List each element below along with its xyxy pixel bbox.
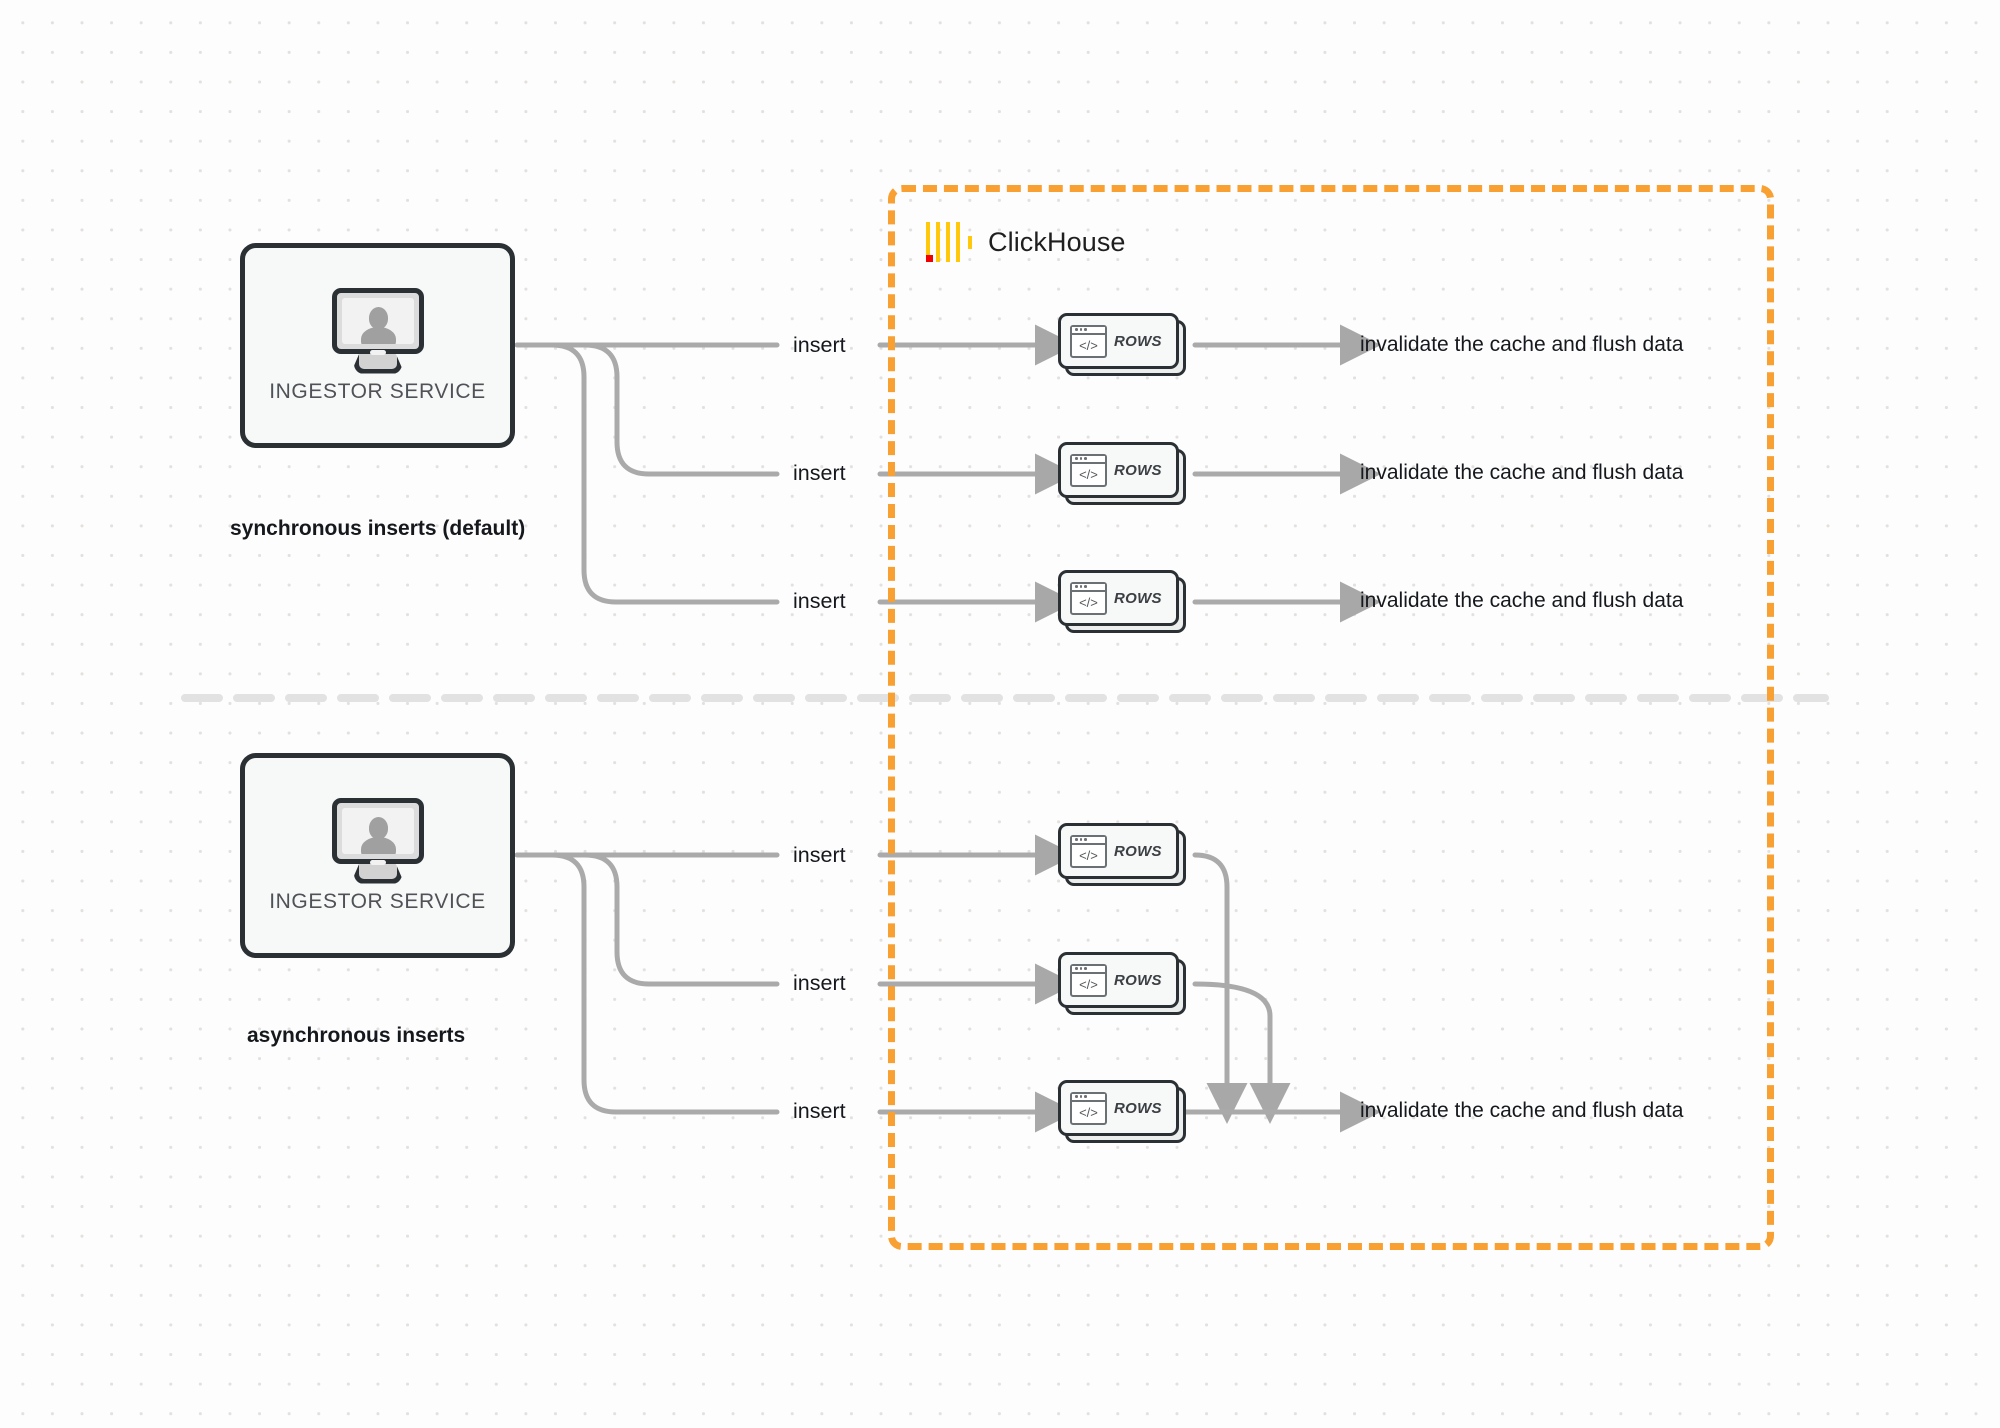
logo-bar-1 xyxy=(926,222,930,262)
rows-card-front: </> ROWS xyxy=(1058,1080,1179,1136)
insert-label-sync-3: insert xyxy=(793,589,846,613)
logo-red-dot xyxy=(926,255,933,262)
monitor-user-icon xyxy=(331,287,424,374)
insert-label-sync-2: insert xyxy=(793,461,846,485)
rows-node-async-2[interactable]: </> ROWS xyxy=(1058,952,1186,1015)
window-dot-1 xyxy=(1075,1095,1078,1098)
window-dot-2 xyxy=(1079,838,1082,841)
user-head xyxy=(368,816,388,839)
code-glyph: </> xyxy=(1079,848,1098,863)
window-dot-3 xyxy=(1084,457,1087,460)
code-window-titlebar xyxy=(1072,836,1105,845)
rows-node-sync-2[interactable]: </> ROWS xyxy=(1058,442,1186,505)
logo-bar-4 xyxy=(956,222,960,262)
rows-card-front: </> ROWS xyxy=(1058,952,1179,1008)
insert-label-async-3: insert xyxy=(793,1099,846,1123)
monitor-neck xyxy=(369,859,386,865)
code-window-icon: </> xyxy=(1070,581,1107,615)
window-dot-3 xyxy=(1084,967,1087,970)
insert-label-async-2: insert xyxy=(793,971,846,995)
code-glyph: </> xyxy=(1079,977,1098,992)
monitor-display xyxy=(341,807,414,854)
monitor-stand xyxy=(353,861,402,884)
code-window-titlebar xyxy=(1072,1093,1105,1102)
rows-card-front: </> ROWS xyxy=(1058,823,1179,879)
ingestor-service-async[interactable]: INGESTOR SERVICE xyxy=(240,753,515,958)
code-window-titlebar xyxy=(1072,455,1105,464)
user-body xyxy=(360,326,396,344)
result-label-sync-3: invalidate the cache and flush data xyxy=(1360,589,1684,612)
code-window-icon: </> xyxy=(1070,324,1107,358)
section-caption-asynchronous: asynchronous inserts xyxy=(247,1024,466,1047)
window-dot-3 xyxy=(1084,1095,1087,1098)
user-body xyxy=(360,836,396,854)
monitor-display xyxy=(341,297,414,344)
insert-label-sync-1: insert xyxy=(793,333,846,357)
window-dot-2 xyxy=(1079,328,1082,331)
ingestor-service-label-async: INGESTOR SERVICE xyxy=(269,889,486,913)
monitor-neck xyxy=(369,349,386,355)
window-dot-2 xyxy=(1079,457,1082,460)
logo-bar-3 xyxy=(946,222,950,262)
rows-card-front: </> ROWS xyxy=(1058,313,1179,369)
result-label-async-merged: invalidate the cache and flush data xyxy=(1360,1099,1684,1122)
user-head xyxy=(368,306,388,329)
monitor-screen xyxy=(331,287,424,354)
window-dot-3 xyxy=(1084,585,1087,588)
code-window-icon: </> xyxy=(1070,453,1107,487)
code-window-icon: </> xyxy=(1070,1091,1107,1125)
ingestor-service-label-sync: INGESTOR SERVICE xyxy=(269,379,486,403)
logo-bar-2 xyxy=(936,222,940,262)
section-caption-synchronous: synchronous inserts (default) xyxy=(230,517,526,540)
insert-label-async-1: insert xyxy=(793,843,846,867)
code-window-icon: </> xyxy=(1070,963,1107,997)
code-window-titlebar xyxy=(1072,326,1105,335)
rows-card-front: </> ROWS xyxy=(1058,570,1179,626)
result-label-sync-2: invalidate the cache and flush data xyxy=(1360,461,1684,484)
rows-card-front: </> ROWS xyxy=(1058,442,1179,498)
window-dot-2 xyxy=(1079,967,1082,970)
rows-label: ROWS xyxy=(1114,461,1162,479)
window-dot-1 xyxy=(1075,967,1078,970)
rows-node-async-1[interactable]: </> ROWS xyxy=(1058,823,1186,886)
window-dot-3 xyxy=(1084,838,1087,841)
monitor-stand xyxy=(353,351,402,374)
window-dot-2 xyxy=(1079,1095,1082,1098)
rows-label: ROWS xyxy=(1114,842,1162,860)
monitor-screen xyxy=(331,797,424,864)
rows-label: ROWS xyxy=(1114,589,1162,607)
code-window-titlebar xyxy=(1072,583,1105,592)
clickhouse-label: ClickHouse xyxy=(988,226,1126,257)
rows-label: ROWS xyxy=(1114,971,1162,989)
monitor-user-icon xyxy=(331,797,424,884)
code-window-titlebar xyxy=(1072,965,1105,974)
clickhouse-boundary xyxy=(888,185,1774,1250)
rows-label: ROWS xyxy=(1114,1099,1162,1117)
code-glyph: </> xyxy=(1079,338,1098,353)
code-glyph: </> xyxy=(1079,595,1098,610)
code-glyph: </> xyxy=(1079,467,1098,482)
logo-bar-short xyxy=(968,235,972,249)
window-dot-1 xyxy=(1075,328,1078,331)
rows-label: ROWS xyxy=(1114,332,1162,350)
rows-node-async-3[interactable]: </> ROWS xyxy=(1058,1080,1186,1143)
result-label-sync-1: invalidate the cache and flush data xyxy=(1360,333,1684,356)
window-dot-2 xyxy=(1079,585,1082,588)
code-window-icon: </> xyxy=(1070,834,1107,868)
clickhouse-logo xyxy=(926,222,972,262)
ingestor-service-sync[interactable]: INGESTOR SERVICE xyxy=(240,243,515,448)
window-dot-1 xyxy=(1075,585,1078,588)
rows-node-sync-3[interactable]: </> ROWS xyxy=(1058,570,1186,633)
window-dot-1 xyxy=(1075,457,1078,460)
window-dot-3 xyxy=(1084,328,1087,331)
code-glyph: </> xyxy=(1079,1105,1098,1120)
window-dot-1 xyxy=(1075,838,1078,841)
rows-node-sync-1[interactable]: </> ROWS xyxy=(1058,313,1186,376)
clickhouse-brand: ClickHouse xyxy=(926,222,1126,262)
